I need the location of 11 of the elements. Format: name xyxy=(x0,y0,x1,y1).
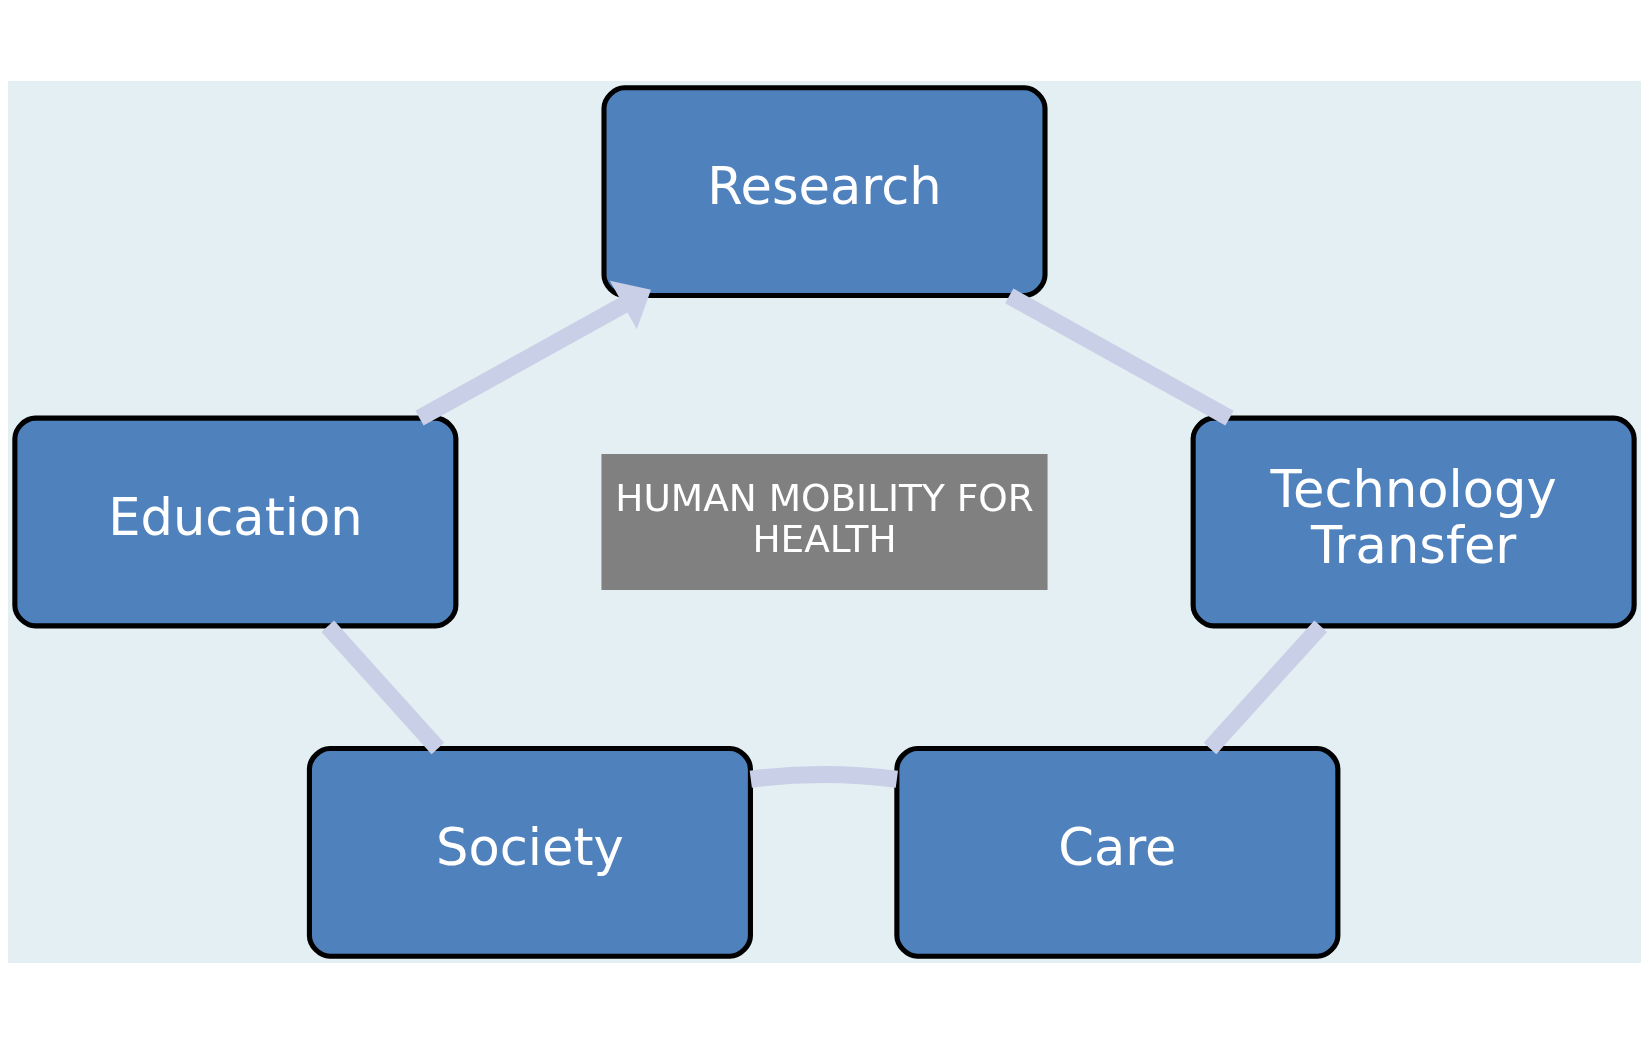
connector xyxy=(1203,620,1327,754)
node-box: Society xyxy=(306,745,753,959)
connector xyxy=(749,765,898,788)
arrow xyxy=(415,280,651,426)
node-box: Research xyxy=(601,84,1048,298)
node-box: Education xyxy=(12,415,459,628)
connector xyxy=(321,620,445,754)
connector xyxy=(1005,287,1234,426)
node-box: Care xyxy=(894,745,1341,959)
node-box: Technology Transfer xyxy=(1190,415,1637,628)
node-box: HUMAN MOBILITY FOR HEALTH xyxy=(601,453,1048,590)
